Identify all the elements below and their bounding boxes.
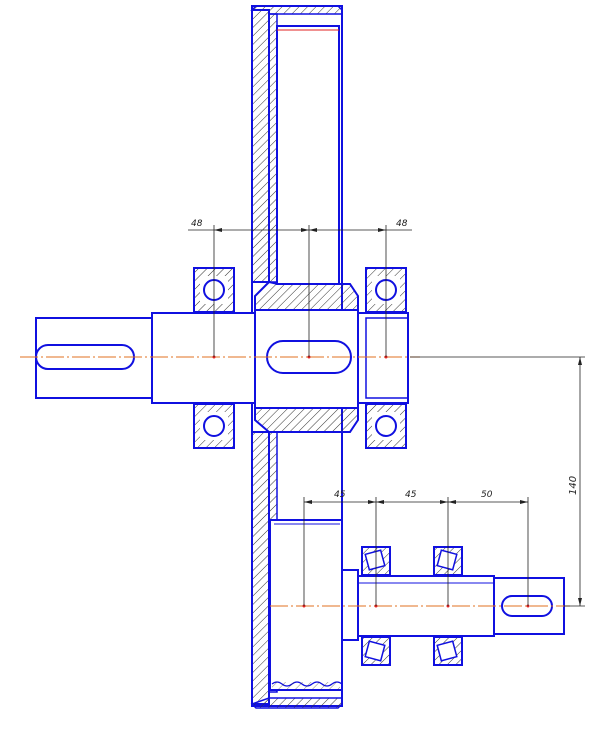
lower-right-bearing <box>433 546 463 666</box>
lower-gear <box>269 519 343 691</box>
dimension-lines <box>188 225 585 607</box>
dim-lower-span-1: 45 <box>334 490 346 500</box>
dim-upper-left: 48 <box>191 219 203 229</box>
upper-shaft <box>35 312 409 404</box>
dim-upper-right: 48 <box>396 219 408 229</box>
dim-lower-span-2: 45 <box>405 490 417 500</box>
dim-center-distance: 140 <box>568 476 579 495</box>
dimension-arrows <box>214 228 582 606</box>
dim-lower-span-3: 50 <box>481 490 493 500</box>
upper-hub <box>254 280 359 433</box>
